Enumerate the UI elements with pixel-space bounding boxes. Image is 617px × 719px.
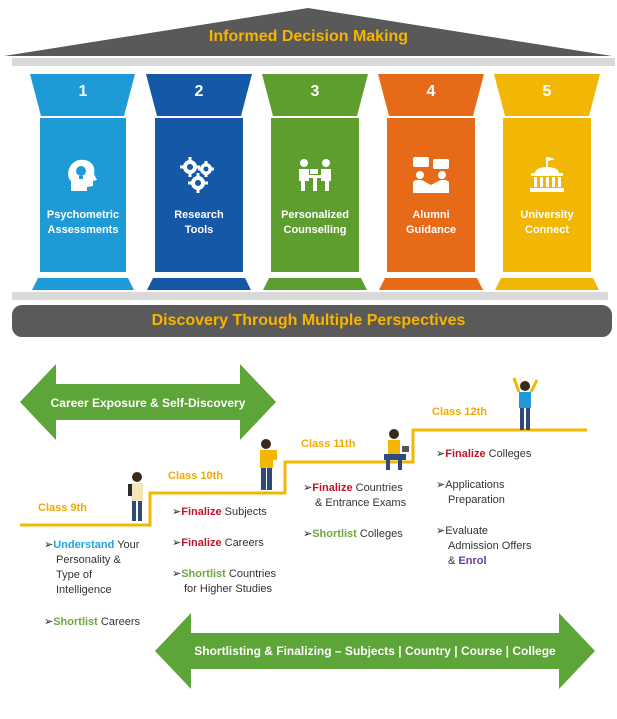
student-figure-12 <box>512 377 539 430</box>
shortlisting-label: Shortlisting & Finalizing – Subjects | C… <box>194 644 556 658</box>
c12-item-1: ➢Finalize Colleges <box>436 448 532 460</box>
c12-item-2: ➢Applications Preparation <box>436 479 505 506</box>
pillar-3-number: 3 <box>310 83 320 100</box>
pillar-1-number: 1 <box>78 83 88 100</box>
chat-people-icon <box>413 157 449 193</box>
counselling-desk-icon <box>299 159 331 191</box>
pillar-5 <box>494 74 600 290</box>
c10-item-3: ➢Shortlist Countries for Higher Studies <box>172 568 276 595</box>
student-figure-10 <box>260 439 277 490</box>
pillar-3 <box>262 74 368 290</box>
c11-item-1: ➢Finalize Countries & Entrance Exams <box>303 482 407 509</box>
pillar-2 <box>146 74 252 290</box>
roof-title: Informed Decision Making <box>208 28 409 45</box>
shortlisting-arrow <box>155 613 595 689</box>
career-exposure-arrow <box>20 364 276 440</box>
student-figure-9 <box>128 472 143 521</box>
c9-item-1: ➢Understand Your Personality & Type of I… <box>44 539 140 596</box>
pillar-2-number: 2 <box>194 83 204 100</box>
pillar-1 <box>30 74 135 290</box>
base-title: Discovery Through Multiple Perspectives <box>151 312 466 329</box>
university-building-icon <box>530 157 564 192</box>
class-11-label: Class 11th <box>301 438 356 450</box>
gears-icon <box>180 157 214 193</box>
career-exposure-label: Career Exposure & Self-Discovery <box>50 396 246 410</box>
base-bar <box>12 305 612 337</box>
pillars-graphic <box>12 74 608 300</box>
c10-item-1: ➢Finalize Subjects <box>172 506 267 518</box>
stairs-line <box>20 428 587 527</box>
roof <box>4 8 615 66</box>
c9-item-2: ➢Shortlist Careers <box>44 616 141 628</box>
class-9-label: Class 9th <box>38 502 87 514</box>
pillar-4-number: 4 <box>426 83 436 100</box>
c10-item-2: ➢Finalize Careers <box>172 537 264 549</box>
c12-item-3: ➢Evaluate Admission Offers & Enrol <box>436 525 532 567</box>
head-lightbulb-icon <box>68 159 97 191</box>
pillar-4 <box>378 74 484 290</box>
class-12-label: Class 12th <box>432 406 488 418</box>
pillar-5-number: 5 <box>542 83 552 100</box>
student-figure-11 <box>384 429 409 470</box>
class-10-label: Class 10th <box>168 470 224 482</box>
c11-item-2: ➢Shortlist Colleges <box>303 528 403 540</box>
